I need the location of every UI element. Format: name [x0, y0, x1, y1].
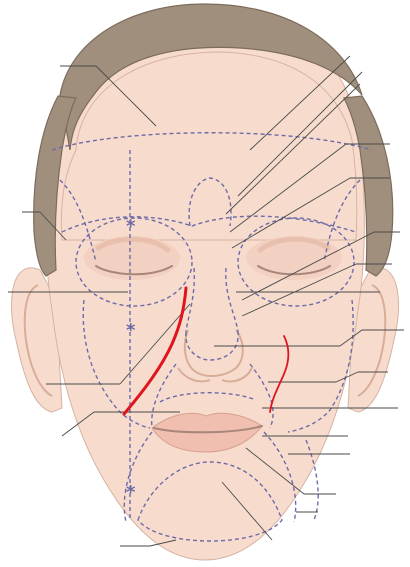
left-eye — [84, 236, 180, 280]
asterisk-marker: * — [126, 216, 136, 237]
asterisk-marker: * — [126, 482, 136, 503]
asterisk-marker: * — [126, 320, 136, 341]
